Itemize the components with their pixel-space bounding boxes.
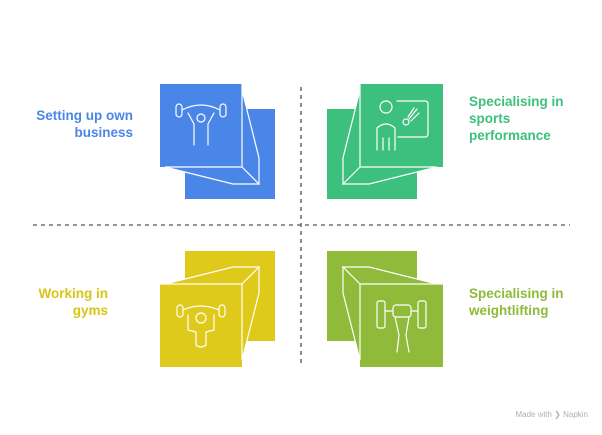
made-with-napkin: Made with ❯ Napkin	[515, 410, 588, 419]
label-setting-up-business: Setting up own business	[36, 107, 133, 141]
footer-text: Made with	[515, 410, 552, 419]
cube-top-right	[327, 84, 443, 199]
label-line: performance	[469, 128, 551, 143]
label-line: weightlifting	[469, 303, 549, 318]
cube-top-left	[160, 84, 275, 199]
weightlifter-overhead-icon	[175, 103, 227, 146]
label-line: Setting up own	[36, 108, 133, 123]
label-line: gyms	[72, 303, 108, 318]
hand-dumbbell-icon	[376, 300, 427, 353]
label-line: Specialising in	[469, 286, 564, 301]
label-line: sports	[469, 111, 511, 126]
label-line: Specialising in	[469, 94, 564, 109]
cube-bottom-left	[160, 251, 275, 367]
label-working-in-gyms: Working in gyms	[39, 285, 109, 319]
napkin-logo-icon: ❯	[554, 410, 561, 419]
label-line: business	[74, 125, 133, 140]
label-weightlifting: Specialising in weightlifting	[469, 285, 564, 319]
coach-badminton-board-icon	[376, 100, 429, 151]
label-sports-performance: Specialising in sports performance	[469, 93, 564, 144]
label-line: Working in	[38, 286, 109, 301]
weightlifter-icon	[176, 304, 226, 348]
cube-bottom-right	[327, 251, 443, 367]
footer-brand: Napkin	[563, 410, 588, 419]
